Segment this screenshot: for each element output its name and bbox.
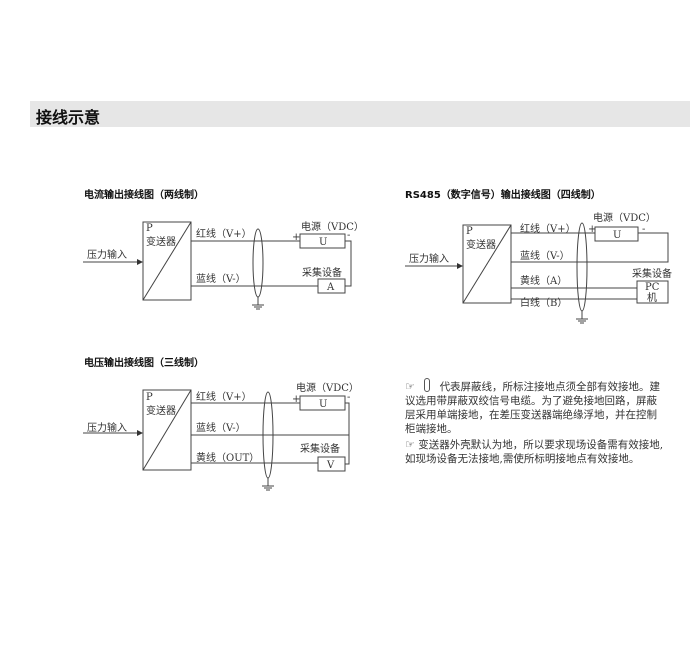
ground-note-text: 变送器外壳默认为地，所以要求现场设备需有效接地,如现场设备无法接地,需使所标明接… — [405, 439, 664, 465]
diagram-label: 变送器 — [146, 235, 176, 248]
diagram-label: A — [326, 282, 335, 293]
diagram-label: 压力输入 — [409, 252, 449, 265]
rs485-diagram-title: RS485（数字信号）输出接线图（四线制） — [405, 190, 601, 201]
diagram-label: U — [319, 237, 327, 248]
current-diagram-title: 电流输出接线图（两线制） — [84, 190, 204, 201]
diagram-label: 电源（VDC） — [301, 220, 364, 233]
diagram-label: 红线（V+） — [520, 222, 576, 235]
diagram-label: + — [588, 224, 596, 235]
diagram-label: 机 — [647, 291, 657, 304]
ground-icon — [262, 478, 274, 491]
pointing-hand-icon: ☞ — [405, 438, 415, 451]
ground-icon — [576, 311, 588, 324]
diagram-label: 压力输入 — [87, 421, 127, 434]
diagram-label: 黄线（OUT） — [196, 451, 259, 464]
section-header: 接线示意 — [30, 101, 690, 127]
diagram-label: U — [319, 399, 327, 410]
pointing-hand-icon: ☞ — [405, 380, 415, 393]
voltage-diagram-title: 电压输出接线图（三线制） — [84, 358, 204, 369]
diagram-label: 红线（V+） — [196, 227, 252, 240]
diagram-label: + — [292, 394, 300, 405]
diagram-label: 蓝线（V-） — [196, 421, 246, 434]
diagram-label: 黄线（A） — [520, 274, 567, 287]
diagram-label: PC — [645, 282, 660, 293]
diagram-label: 变送器 — [146, 404, 176, 417]
diagram-label: 蓝线（V-） — [520, 249, 570, 262]
diagram-label: - — [347, 230, 350, 241]
transmitter-box — [142, 389, 192, 471]
diagram-label: U — [613, 230, 621, 241]
ground-icon — [252, 297, 264, 310]
diagram-label: P — [466, 226, 473, 237]
transmitter-box — [462, 224, 512, 304]
power-box — [594, 226, 639, 242]
section-title: 接线示意 — [36, 108, 101, 127]
diagram-label: - — [642, 224, 645, 235]
diagram-label: P — [146, 392, 153, 403]
diagram-label: 变送器 — [466, 238, 496, 251]
shield-icon — [576, 222, 588, 312]
diagram-label: V — [326, 460, 335, 471]
transmitter-box — [142, 221, 192, 301]
pc-box — [636, 280, 669, 304]
shield-note: ☞ 代表屏蔽线，所标注接地点须全部有效接地。建议选用带屏蔽双绞信号电缆。为了避免… — [405, 378, 667, 436]
diagram-label: 蓝线（V-） — [196, 272, 246, 285]
shield-note-text: 代表屏蔽线，所标注接地点须全部有效接地。建议选用带屏蔽双绞信号电缆。为了避免接地… — [405, 381, 661, 435]
current-diagram: P 变送器 压力输入 红线（V+） 蓝线（V-） 电源（VDC） + - U 采… — [83, 220, 364, 310]
diagram-label: 压力输入 — [87, 248, 127, 261]
diagram-label: 电源（VDC） — [296, 381, 359, 394]
diagram-label: 采集设备 — [632, 267, 672, 280]
diagram-label: 红线（V+） — [196, 390, 252, 403]
diagram-label: + — [292, 232, 300, 243]
diagram-label: 采集设备 — [302, 266, 342, 279]
diagram-label: - — [347, 392, 350, 403]
diagram-label: 电源（VDC） — [593, 211, 656, 224]
ground-note: ☞ 变送器外壳默认为地，所以要求现场设备需有效接地,如现场设备无法接地,需使所标… — [405, 438, 667, 466]
diagram-label: 白线（B） — [520, 296, 567, 309]
diagram-label: 采集设备 — [300, 442, 340, 455]
shield-icon — [252, 228, 264, 298]
diagram-label: P — [146, 223, 153, 234]
voltage-diagram: P 变送器 压力输入 红线（V+） 蓝线（V-） 黄线（OUT） 电源（VDC）… — [83, 381, 359, 491]
shield-symbol-icon — [424, 378, 431, 392]
rs485-diagram: P 变送器 压力输入 红线（V+） 蓝线（V-） 黄线（A） 白线（B） 电源（… — [405, 211, 672, 324]
